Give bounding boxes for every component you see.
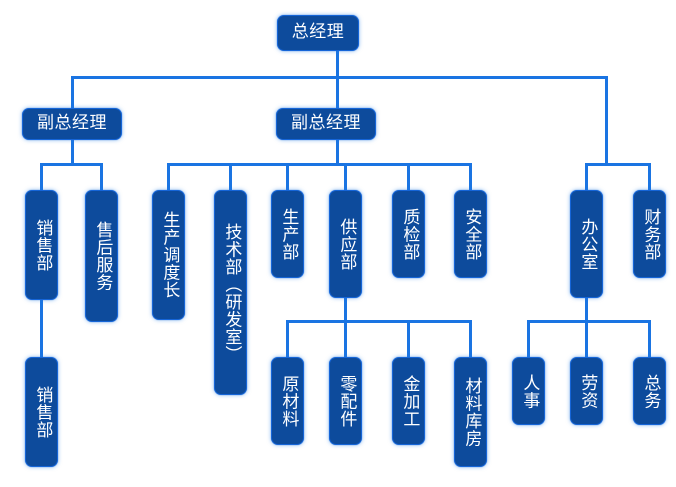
node-deputy-gm-left[interactable]: 副总经理 (22, 108, 122, 140)
connector-office-to-labor (585, 320, 588, 357)
node-after-sales-service[interactable]: 售后服务 (85, 190, 118, 322)
node-material-warehouse[interactable]: 材料库房 (454, 357, 487, 467)
connector-office-to-personnel (527, 320, 530, 357)
connector-deputy-mid-down (336, 139, 339, 165)
node-general-manager[interactable]: 总经理 (277, 15, 359, 51)
connector-office-to-affairs (648, 320, 651, 357)
connector-bus-to-deputy-mid (336, 76, 339, 109)
connector-mid-bus (167, 163, 471, 166)
node-label: 劳资 (577, 373, 598, 409)
node-metal-processing[interactable]: 金加工 (392, 357, 425, 445)
node-label: 原材料 (278, 374, 299, 428)
connector-supply-to-warehouse (469, 320, 472, 357)
node-production-dept[interactable]: 生产部 (271, 190, 304, 278)
connector-supply-to-parts (344, 320, 347, 357)
connector-bus-to-deputy-left (71, 76, 74, 109)
node-label: 零配件 (336, 374, 357, 428)
connector-office-down (585, 297, 588, 322)
connector-gm-down (336, 50, 339, 78)
connector-main-bus (71, 76, 608, 79)
connector-right-to-office (585, 163, 588, 191)
node-technology-dept[interactable]: 技术部（研发室） (214, 190, 247, 395)
connector-deputy-left-down (71, 139, 74, 165)
connector-office-bus (527, 320, 650, 323)
connector-left-bus (40, 163, 102, 166)
node-label: 材料库房 (461, 377, 482, 447)
node-label: 生产调度长 (159, 211, 180, 299)
node-label: 销售部 (32, 218, 53, 272)
connector-mid-to-safety (469, 163, 472, 191)
node-office[interactable]: 办公室 (570, 190, 603, 298)
node-labor-wages[interactable]: 劳资 (570, 357, 603, 425)
node-label: 金加工 (399, 374, 420, 428)
connector-mid-to-production (286, 163, 289, 191)
connector-mid-to-qc (407, 163, 410, 191)
connector-right-to-finance (648, 163, 651, 191)
node-spare-parts[interactable]: 零配件 (329, 357, 362, 445)
connector-left-to-aftersales (100, 163, 103, 191)
connector-mid-to-scheduler (167, 163, 170, 191)
node-label: 副总经理 (291, 113, 361, 134)
node-supply-dept[interactable]: 供应部 (329, 190, 362, 298)
node-safety-dept[interactable]: 安全部 (454, 190, 487, 278)
node-deputy-gm-mid[interactable]: 副总经理 (276, 108, 376, 140)
node-label: 销售部 (32, 385, 53, 439)
node-label: 办公室 (577, 217, 598, 271)
connector-mid-to-supply (344, 163, 347, 191)
node-label: 生产部 (278, 207, 299, 261)
node-quality-inspection-dept[interactable]: 质检部 (392, 190, 425, 278)
connector-supply-to-metal (407, 320, 410, 357)
node-finance-dept[interactable]: 财务部 (633, 190, 666, 278)
connector-left-to-sales (40, 163, 43, 191)
connector-right-bus (585, 163, 648, 166)
node-label: 总务 (640, 373, 661, 409)
node-sales-dept[interactable]: 销售部 (25, 190, 58, 300)
node-label: 技术部（研发室） (221, 222, 242, 363)
node-label: 质检部 (399, 207, 420, 261)
node-label: 副总经理 (37, 113, 107, 134)
node-production-scheduler[interactable]: 生产调度长 (152, 190, 185, 320)
connector-supply-down (344, 297, 347, 322)
node-general-affairs[interactable]: 总务 (633, 357, 666, 425)
node-personnel[interactable]: 人事 (512, 357, 545, 425)
node-sales-dept-sub[interactable]: 销售部 (25, 357, 58, 467)
node-label: 售后服务 (92, 221, 113, 291)
connector-supply-bus (286, 320, 472, 323)
connector-supply-to-raw (286, 320, 289, 357)
node-label: 安全部 (461, 207, 482, 261)
connector-sales-to-subsales (40, 300, 43, 357)
node-raw-material[interactable]: 原材料 (271, 357, 304, 445)
node-label: 总经理 (291, 22, 345, 43)
node-label: 供应部 (336, 217, 357, 271)
connector-mid-to-tech (229, 163, 232, 191)
node-label: 人事 (519, 373, 540, 409)
node-label: 财务部 (640, 207, 661, 261)
connector-bus-to-right-branch (605, 76, 608, 164)
